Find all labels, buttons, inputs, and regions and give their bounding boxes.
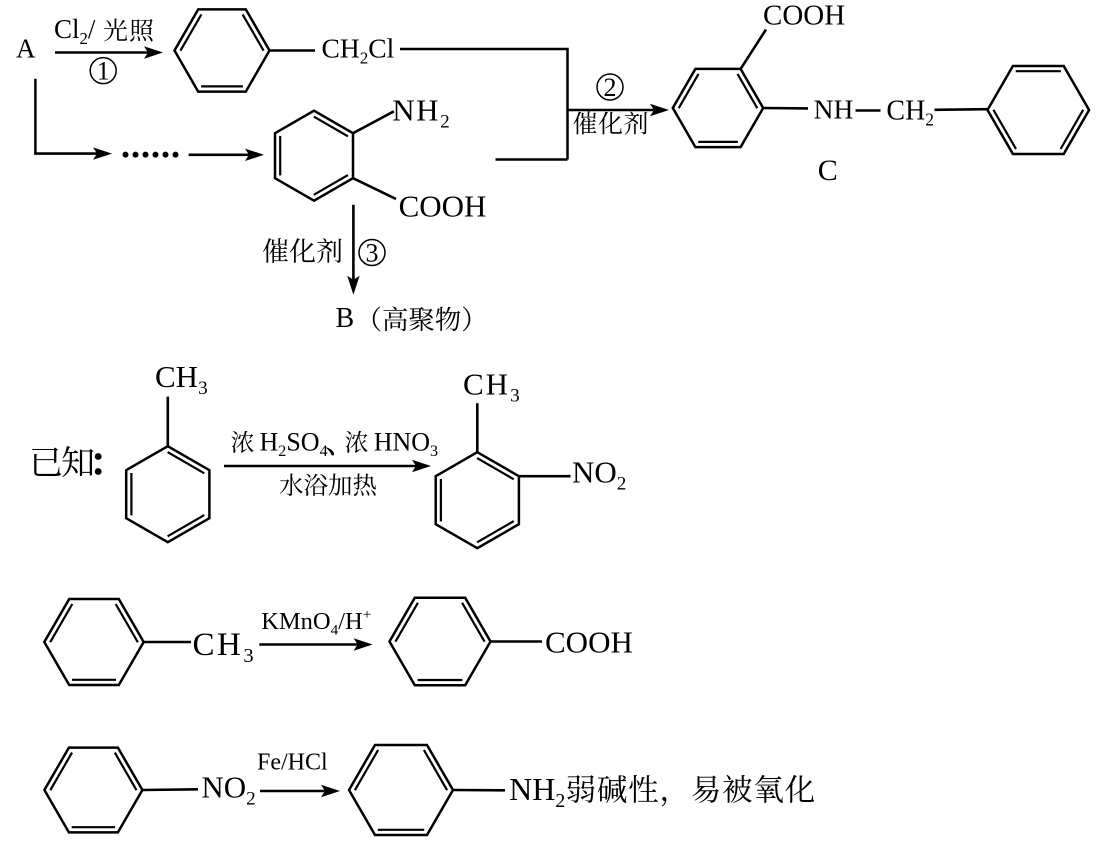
svg-text:NO2: NO2	[572, 455, 626, 495]
svg-text:C: C	[818, 154, 838, 187]
svg-text:CH2: CH2	[886, 96, 934, 130]
svg-text:CH2Cl: CH2Cl	[322, 32, 395, 67]
svg-text:NH: NH	[814, 94, 854, 125]
svg-text:COOH: COOH	[763, 0, 845, 32]
svg-text:HNO3: HNO3	[374, 427, 438, 460]
svg-text:CH3: CH3	[463, 367, 522, 407]
svg-text:Cl2/: Cl2/	[54, 14, 96, 48]
svg-text:H2SO4: H2SO4	[260, 427, 328, 460]
svg-text:KMnO4/H+: KMnO4/H+	[261, 606, 371, 639]
svg-text:CH3: CH3	[193, 627, 257, 667]
svg-text:NO2: NO2	[201, 770, 255, 810]
svg-text:2: 2	[604, 73, 617, 102]
svg-text:NH2: NH2	[392, 93, 451, 133]
svg-text:1: 1	[97, 57, 110, 86]
svg-text:Fe/HCl: Fe/HCl	[257, 750, 328, 776]
svg-text:COOH: COOH	[399, 188, 487, 223]
svg-text:NH2: NH2	[509, 771, 565, 812]
svg-text:COOH: COOH	[545, 625, 633, 660]
svg-text:B: B	[336, 303, 355, 334]
svg-text:A: A	[16, 34, 36, 64]
svg-text:CH3: CH3	[155, 359, 208, 399]
svg-text:3: 3	[366, 238, 379, 267]
